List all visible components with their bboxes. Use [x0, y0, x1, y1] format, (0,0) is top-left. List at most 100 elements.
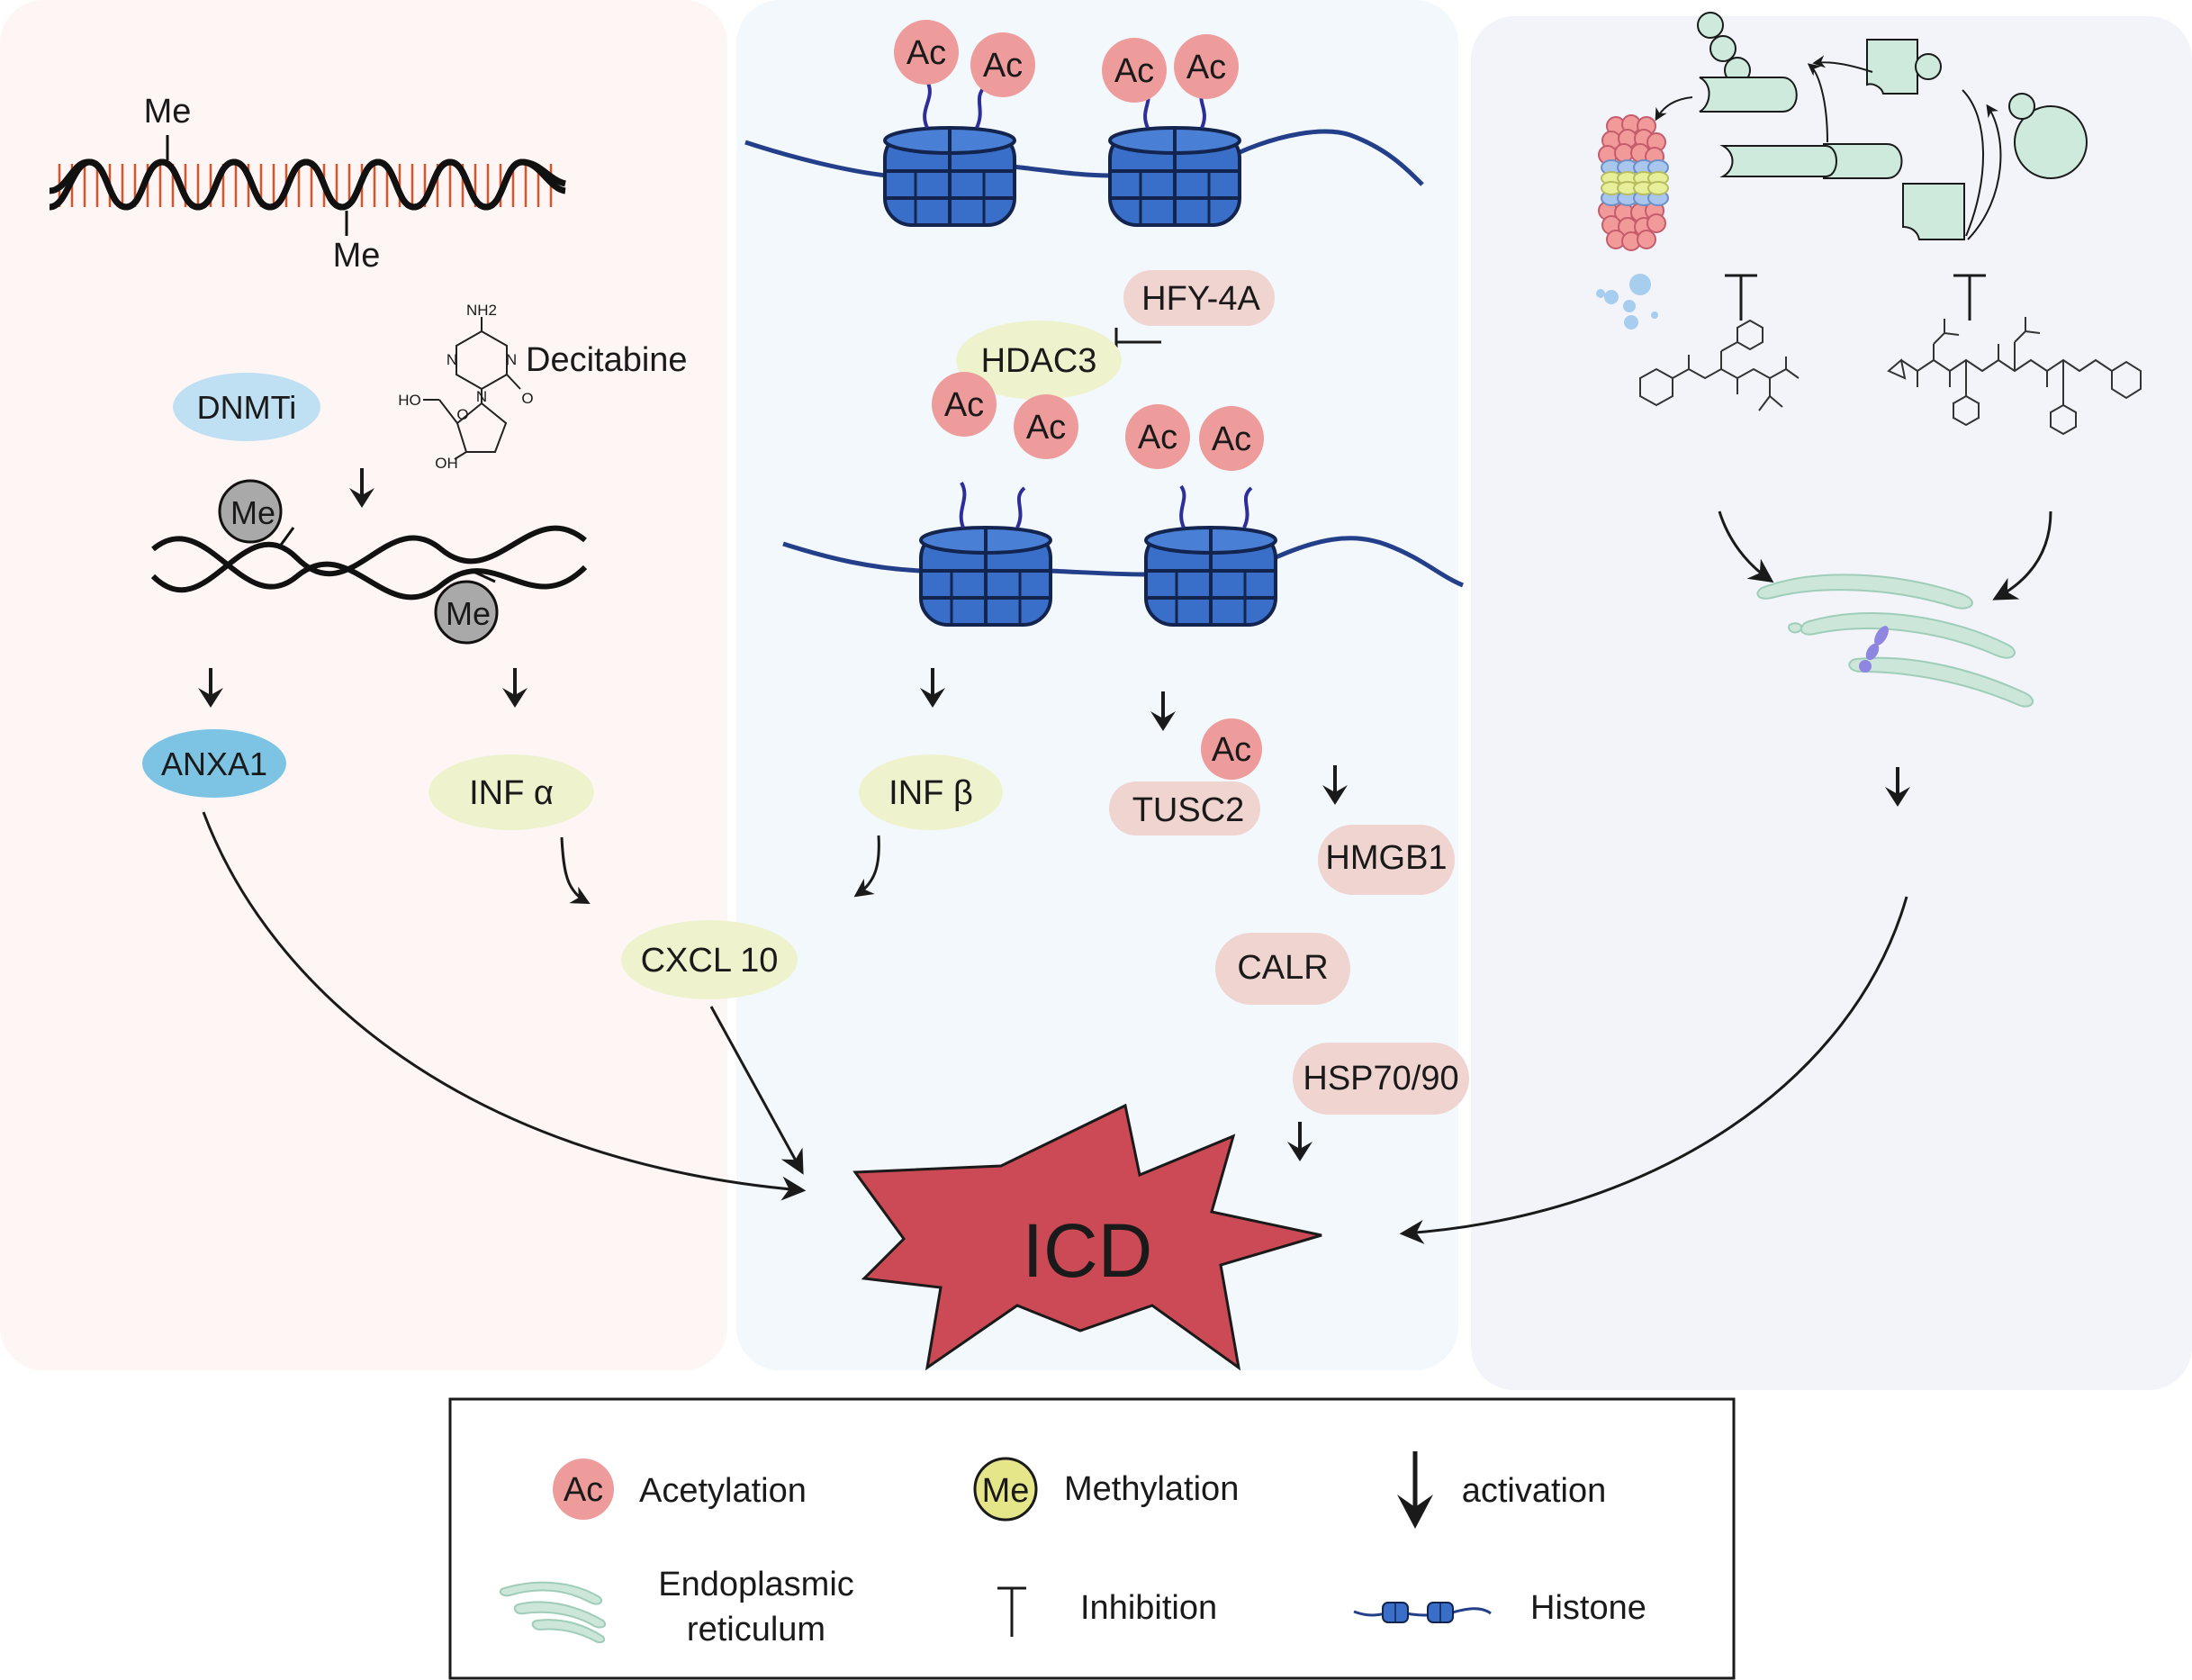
- helix-me-circle-1: [218, 479, 283, 544]
- e1-ub: [2008, 93, 2035, 120]
- hfy4a-label: HFY-4A: [1141, 280, 1260, 318]
- arrow-bortezomib-to-er: [1718, 510, 1774, 583]
- arrow-inf-beta-to-cxcl10: [853, 835, 880, 898]
- inhibit-carfilzomib: [1953, 274, 1986, 321]
- legend-histone-label: Histone: [1530, 1589, 1646, 1627]
- inf-alpha-ellipse: [428, 754, 594, 830]
- legend-acetylation-label: Acetylation: [639, 1472, 807, 1510]
- legend-er-icon: [499, 1581, 607, 1644]
- cxcl10-ellipse: [621, 920, 798, 999]
- decitabine-o-ring: O: [456, 406, 468, 423]
- legend-histone-icon: [1353, 1602, 1492, 1623]
- helix-me-label-1: Me: [230, 494, 275, 531]
- legend-inhibition-icon: [997, 1586, 1026, 1637]
- calr-label: CALR: [1237, 949, 1328, 987]
- arrow-e2-up: [1962, 89, 1984, 237]
- hfy4a-box: [1123, 270, 1275, 326]
- cxcl10-label: CXCL 10: [641, 942, 779, 980]
- hdac3-ellipse: [956, 321, 1122, 400]
- er-icon: [1756, 574, 2034, 708]
- anxa1-label: ANXA1: [161, 745, 267, 782]
- legend-ac-icon: [553, 1459, 614, 1520]
- peptide-fragments: [1596, 274, 1658, 330]
- legend-me-icon-label: Me: [982, 1472, 1030, 1510]
- nucleosome-top-2: [1108, 126, 1241, 227]
- arrow-cxcl10-to-icd: [709, 1006, 804, 1175]
- dnmti-label: DNMTi: [197, 389, 297, 426]
- ire1-protein: [1859, 626, 1889, 673]
- hmgb1-label: HMGB1: [1325, 839, 1447, 877]
- legend-activation-label: activation: [1462, 1472, 1607, 1510]
- ac-tusc2: [1201, 718, 1262, 780]
- hmgb1-box: [1318, 825, 1455, 895]
- ac-loose-1: [1125, 404, 1190, 469]
- decitabine-n-bottom: N: [476, 388, 487, 405]
- e3-shape: [1823, 143, 1903, 179]
- calr-box: [1215, 933, 1350, 1005]
- ac-top-4: [1174, 34, 1239, 99]
- anxa1-ellipse: [142, 729, 286, 798]
- e2-top-ub: [1915, 53, 1942, 80]
- chromatin-top: [744, 129, 1424, 186]
- dnmti-ellipse: [173, 373, 320, 441]
- icd-burst: [852, 1103, 1322, 1371]
- e1-circle: [2014, 105, 2088, 179]
- panel-histone-acetylation: [736, 0, 1458, 1370]
- helix-me-label-2: Me: [446, 595, 491, 632]
- icd-label: ICD: [1023, 1208, 1153, 1293]
- legend-ac-icon-label: Ac: [564, 1471, 603, 1509]
- ac-top-3-label: Ac: [1114, 52, 1154, 90]
- tusc2-box: [1109, 781, 1260, 835]
- arrow-carfilzomib-to-er: [1992, 510, 2052, 601]
- decitabine-structure: [423, 317, 521, 460]
- inf-alpha-label: INF α: [469, 774, 554, 812]
- bortezomib-structure: [1639, 319, 1800, 411]
- panel-proteasome: [1471, 16, 2192, 1390]
- chromatin-bottom: [782, 536, 1464, 588]
- hdac3-label: HDAC3: [981, 342, 1097, 380]
- panel-dna-methylation: [0, 0, 727, 1370]
- ac-loose-2-label: Ac: [1212, 420, 1251, 458]
- ac-top-4-label: Ac: [1186, 49, 1226, 86]
- inhibit-bortezomib: [1725, 274, 1757, 321]
- tusc2-label: TUSC2: [1132, 791, 1245, 829]
- legend-methylation-label: Methylation: [1064, 1470, 1239, 1508]
- ac-top-2-label: Ac: [983, 47, 1023, 85]
- legend-inhibition-label: Inhibition: [1080, 1589, 1217, 1627]
- ac-top-3: [1102, 38, 1167, 103]
- substrate-top-shape: [1699, 77, 1798, 113]
- dna-mark-bottom: Me: [333, 237, 381, 275]
- inf-beta-label: INF β: [889, 774, 973, 812]
- double-helix: [150, 525, 588, 601]
- decitabine-label: Decitabine: [526, 341, 688, 379]
- arrow-xbp1-to-icd: [1399, 896, 1908, 1244]
- decitabine-ho: HO: [398, 392, 421, 409]
- decitabine-n-left: N: [447, 351, 457, 368]
- legend-activation-icon: [1397, 1451, 1433, 1529]
- inf-beta-ellipse: [859, 754, 1003, 830]
- arrow-e3-to-substrate: [1807, 63, 1828, 143]
- decitabine-o-carbonyl: O: [521, 390, 533, 407]
- legend-me-icon: [973, 1457, 1038, 1522]
- ac-top-1: [894, 20, 959, 85]
- substrate-bottom-shape: [1719, 145, 1837, 177]
- helix-me-circle-2: [434, 580, 499, 645]
- decitabine-n-right: N: [506, 351, 517, 368]
- arrow-anxa1-to-icd: [202, 811, 807, 1201]
- ac-hdac-1-label: Ac: [944, 386, 984, 424]
- legend-box: [448, 1397, 1736, 1680]
- legend-er-label-line1: Endoplasmic: [658, 1566, 854, 1603]
- legend-er-label-line2: reticulum: [687, 1611, 825, 1648]
- carfilzomib-structure: [1887, 317, 2142, 436]
- arrow-e1-to-e2: [1967, 104, 2002, 240]
- ac-loose-1-label: Ac: [1138, 419, 1177, 456]
- hsp-box: [1293, 1043, 1469, 1115]
- nucleosome-top-1: [883, 126, 1016, 227]
- arrow-inf-alpha-to-cxcl10: [560, 836, 591, 905]
- nucleosome-bottom-2: [1144, 526, 1277, 627]
- ac-top-2: [970, 32, 1035, 97]
- dna-mark-top: Me: [144, 93, 192, 131]
- ac-hdac-1: [932, 372, 997, 437]
- decitabine-nh2: NH2: [466, 302, 497, 319]
